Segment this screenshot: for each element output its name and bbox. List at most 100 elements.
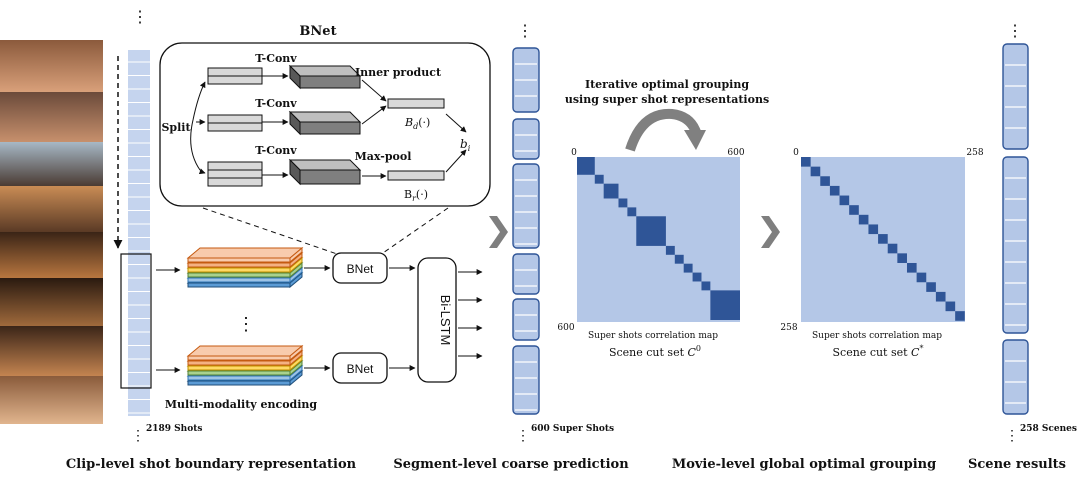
encoding-stack-top: [186, 246, 304, 289]
map2-cutset: Scene cut set C*: [833, 344, 924, 359]
movie-frames: [0, 40, 103, 424]
feature-block: [207, 75, 263, 85]
map1-x-end-label: 600: [727, 148, 744, 158]
cluster-block: [849, 205, 859, 215]
cluster-block: [710, 290, 740, 320]
map2-caption: Super shots correlation map: [812, 331, 942, 341]
stage-scene-title: Scene results: [968, 457, 1066, 472]
cluster-block: [887, 243, 898, 254]
zoom-line-left: [202, 207, 341, 256]
bilstm-module: [417, 257, 457, 383]
tconv-label-2: T-Conv: [255, 97, 297, 110]
shot-strip-dividers: [128, 61, 150, 414]
cluster-block: [627, 207, 637, 217]
inner-product-label: Inner product: [355, 66, 442, 79]
cluster-block: [955, 311, 965, 321]
bnet-module-top: [332, 252, 388, 284]
segment-block: [512, 118, 540, 160]
bnet-detail-panel: BNet T-Conv Inner product T-Conv Bd(·) T…: [159, 24, 491, 207]
arrow: [445, 149, 467, 173]
split-label: Split: [161, 121, 191, 134]
frame-6: [0, 278, 103, 326]
shots-count: 2189 Shots: [146, 424, 202, 434]
cluster-block: [692, 272, 702, 282]
cluster-block: [683, 263, 693, 273]
cluster-block: [618, 198, 628, 208]
iterate-arrowhead: [684, 130, 706, 150]
encoding-layer-side: [289, 364, 303, 382]
encoding-layer-edge: [187, 355, 291, 361]
feature-block: [207, 169, 263, 179]
correlation-map-2: [801, 157, 965, 322]
stage-segment-title: Segment-level coarse prediction: [393, 457, 629, 472]
scene-dots-top: ⋮: [1007, 21, 1023, 40]
max-pool-label: Max-pool: [355, 150, 412, 163]
iterate-arrow-icon: [625, 108, 701, 152]
shot-strip: ⋮ ⋮ 2189 Shots: [120, 7, 202, 444]
scenes-count: 258 Scenes: [1020, 424, 1077, 434]
feature-block: [207, 67, 263, 77]
segment-block: [512, 298, 540, 341]
tconv-box-side: [289, 158, 301, 186]
correlation-map-1: [577, 157, 740, 322]
frame-5: [0, 232, 103, 278]
frame-3: [0, 142, 103, 186]
encoding-layer-side: [289, 359, 303, 377]
bd-label: Bd(·): [404, 116, 430, 131]
encoding-layer-edge: [187, 282, 291, 288]
cluster-block: [916, 272, 927, 283]
cluster-block: [665, 245, 675, 255]
tconv-box-side: [289, 64, 301, 90]
encoding-layer-side: [289, 354, 303, 372]
tconv-box-top: [288, 159, 362, 171]
encoding-layer-edge: [187, 257, 291, 263]
map2-y-end-label: 258: [780, 323, 797, 333]
strip-dots-bottom: ⋮: [131, 428, 145, 444]
encoding-layer-edge: [187, 262, 291, 268]
frame-1: [0, 40, 103, 92]
scene-dots-bottom: ⋮: [1005, 428, 1019, 444]
strip-dots-top: ⋮: [132, 7, 148, 26]
scene-strip: ⋮ ⋮ 258 Scenes: [1002, 21, 1077, 444]
tconv-label-1: T-Conv: [255, 52, 297, 65]
cluster-block: [594, 174, 604, 184]
stage-clip-title: Clip-level shot boundary representation: [66, 457, 357, 472]
encoding-layer: [186, 247, 304, 259]
tconv-box-front: [299, 75, 361, 89]
bi-label: bi: [460, 137, 471, 153]
bilstm-label: Bi-LSTM: [438, 295, 453, 346]
segment-block: [1002, 156, 1029, 334]
super-dots-bottom: ⋮: [516, 428, 530, 444]
map1-origin-label: 0: [571, 148, 577, 158]
stack-dots: ⋮: [237, 314, 255, 335]
tconv-box-top: [288, 111, 362, 123]
cluster-block: [603, 183, 619, 199]
cluster-block: [868, 224, 879, 235]
cluster-block: [674, 254, 684, 264]
feature-block: [207, 114, 263, 124]
cluster-block: [878, 234, 888, 244]
encoding-layer-side: [289, 349, 303, 367]
encoding-layer-edge: [187, 267, 291, 273]
bnet-module-bottom-label: BNet: [347, 362, 374, 376]
encoding-layer-side: [289, 246, 303, 264]
frame-2: [0, 92, 103, 142]
encoding-stack-bottom: [186, 344, 304, 387]
frame-4: [0, 186, 103, 232]
frame-8: [0, 376, 103, 424]
grouping-line2: using super shot representations: [565, 93, 769, 106]
cluster-block: [577, 157, 595, 175]
segment-block: [1002, 43, 1029, 150]
encoding-layer-side: [289, 266, 303, 284]
map2-x-end-label: 258: [966, 148, 983, 158]
cluster-block: [636, 216, 666, 246]
encoding-layer-edge: [187, 370, 291, 376]
map1-caption: Super shots correlation map: [588, 331, 718, 341]
arrow: [361, 105, 387, 125]
tconv-box-side: [289, 110, 301, 136]
tconv-label-3: T-Conv: [255, 144, 297, 157]
encoding-layer-side: [289, 271, 303, 289]
bnet-module-bottom: [332, 352, 388, 384]
encoding-layer: [186, 345, 304, 357]
